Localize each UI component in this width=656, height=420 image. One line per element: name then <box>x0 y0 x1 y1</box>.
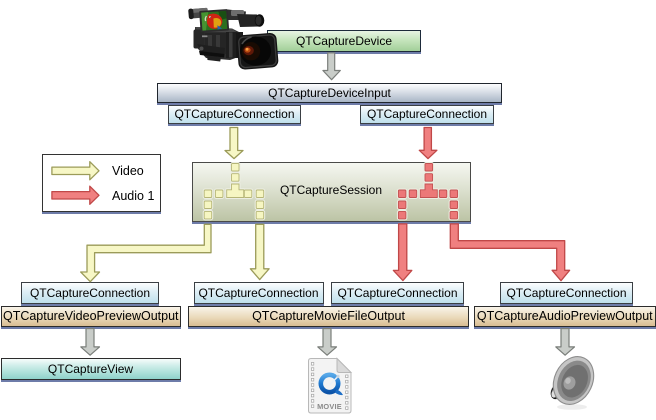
svg-text:MOVIE: MOVIE <box>317 402 342 411</box>
